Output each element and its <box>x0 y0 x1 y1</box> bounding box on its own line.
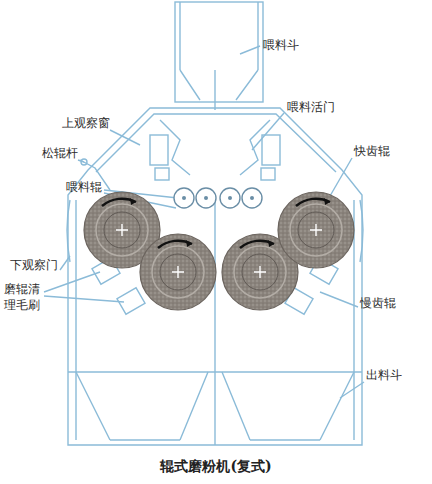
part-label: 松辊杆 <box>42 146 78 162</box>
part-label: 慢齿辊 <box>360 296 396 312</box>
part-label: 喂料辊 <box>66 180 102 196</box>
part-label: 上观察窗 <box>62 116 110 132</box>
part-label: 下观察门 <box>10 258 58 274</box>
part-label: 出料斗 <box>366 368 402 384</box>
figure-caption: 辊式磨粉机(复式) <box>160 458 271 476</box>
grinding-roll <box>278 192 354 268</box>
part-label: 喂料斗 <box>263 38 299 54</box>
part-label: 快齿辊 <box>354 144 390 160</box>
part-label: 喂料活门 <box>287 100 335 116</box>
grinding-roll <box>140 234 216 310</box>
part-label: 磨辊清理毛刷 <box>4 282 44 313</box>
